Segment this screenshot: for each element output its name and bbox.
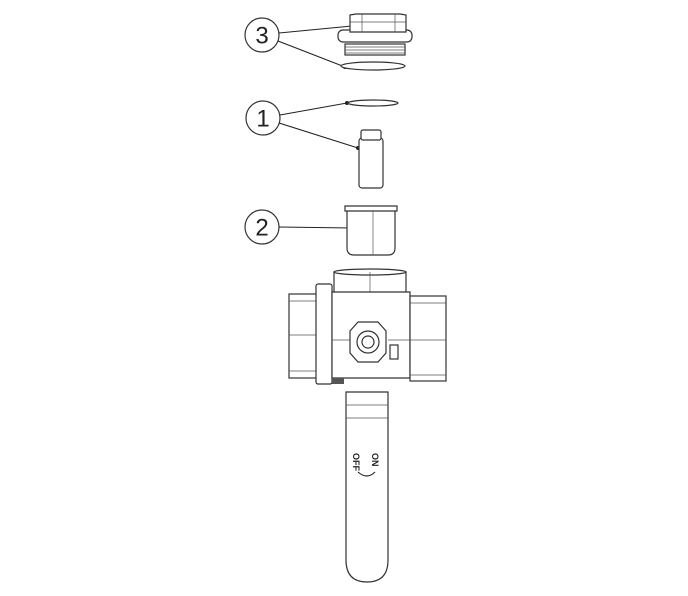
sleeve <box>344 205 398 256</box>
leader-line <box>278 102 359 149</box>
callout-circle <box>244 17 280 53</box>
callout-3: 3 <box>244 17 354 69</box>
o-ring <box>340 61 406 71</box>
lever-handle[interactable]: ON OFF <box>345 391 389 583</box>
callout-1: 1 <box>245 100 360 150</box>
leader-line <box>277 25 353 68</box>
on-label: ON <box>370 453 380 467</box>
valve-body <box>288 268 447 385</box>
cartridge <box>358 129 384 189</box>
callout-number: 2 <box>255 215 268 242</box>
right-union-nut <box>409 295 447 382</box>
disc <box>347 99 399 107</box>
callout-number: 3 <box>255 23 268 50</box>
rotation-arrow-icon <box>357 471 376 477</box>
cap-nut <box>337 13 413 56</box>
leader-line <box>278 226 353 229</box>
callout-number: 1 <box>256 106 269 133</box>
callout-2: 2 <box>244 209 354 245</box>
off-label: OFF <box>351 453 361 471</box>
left-union-nut <box>288 293 320 379</box>
